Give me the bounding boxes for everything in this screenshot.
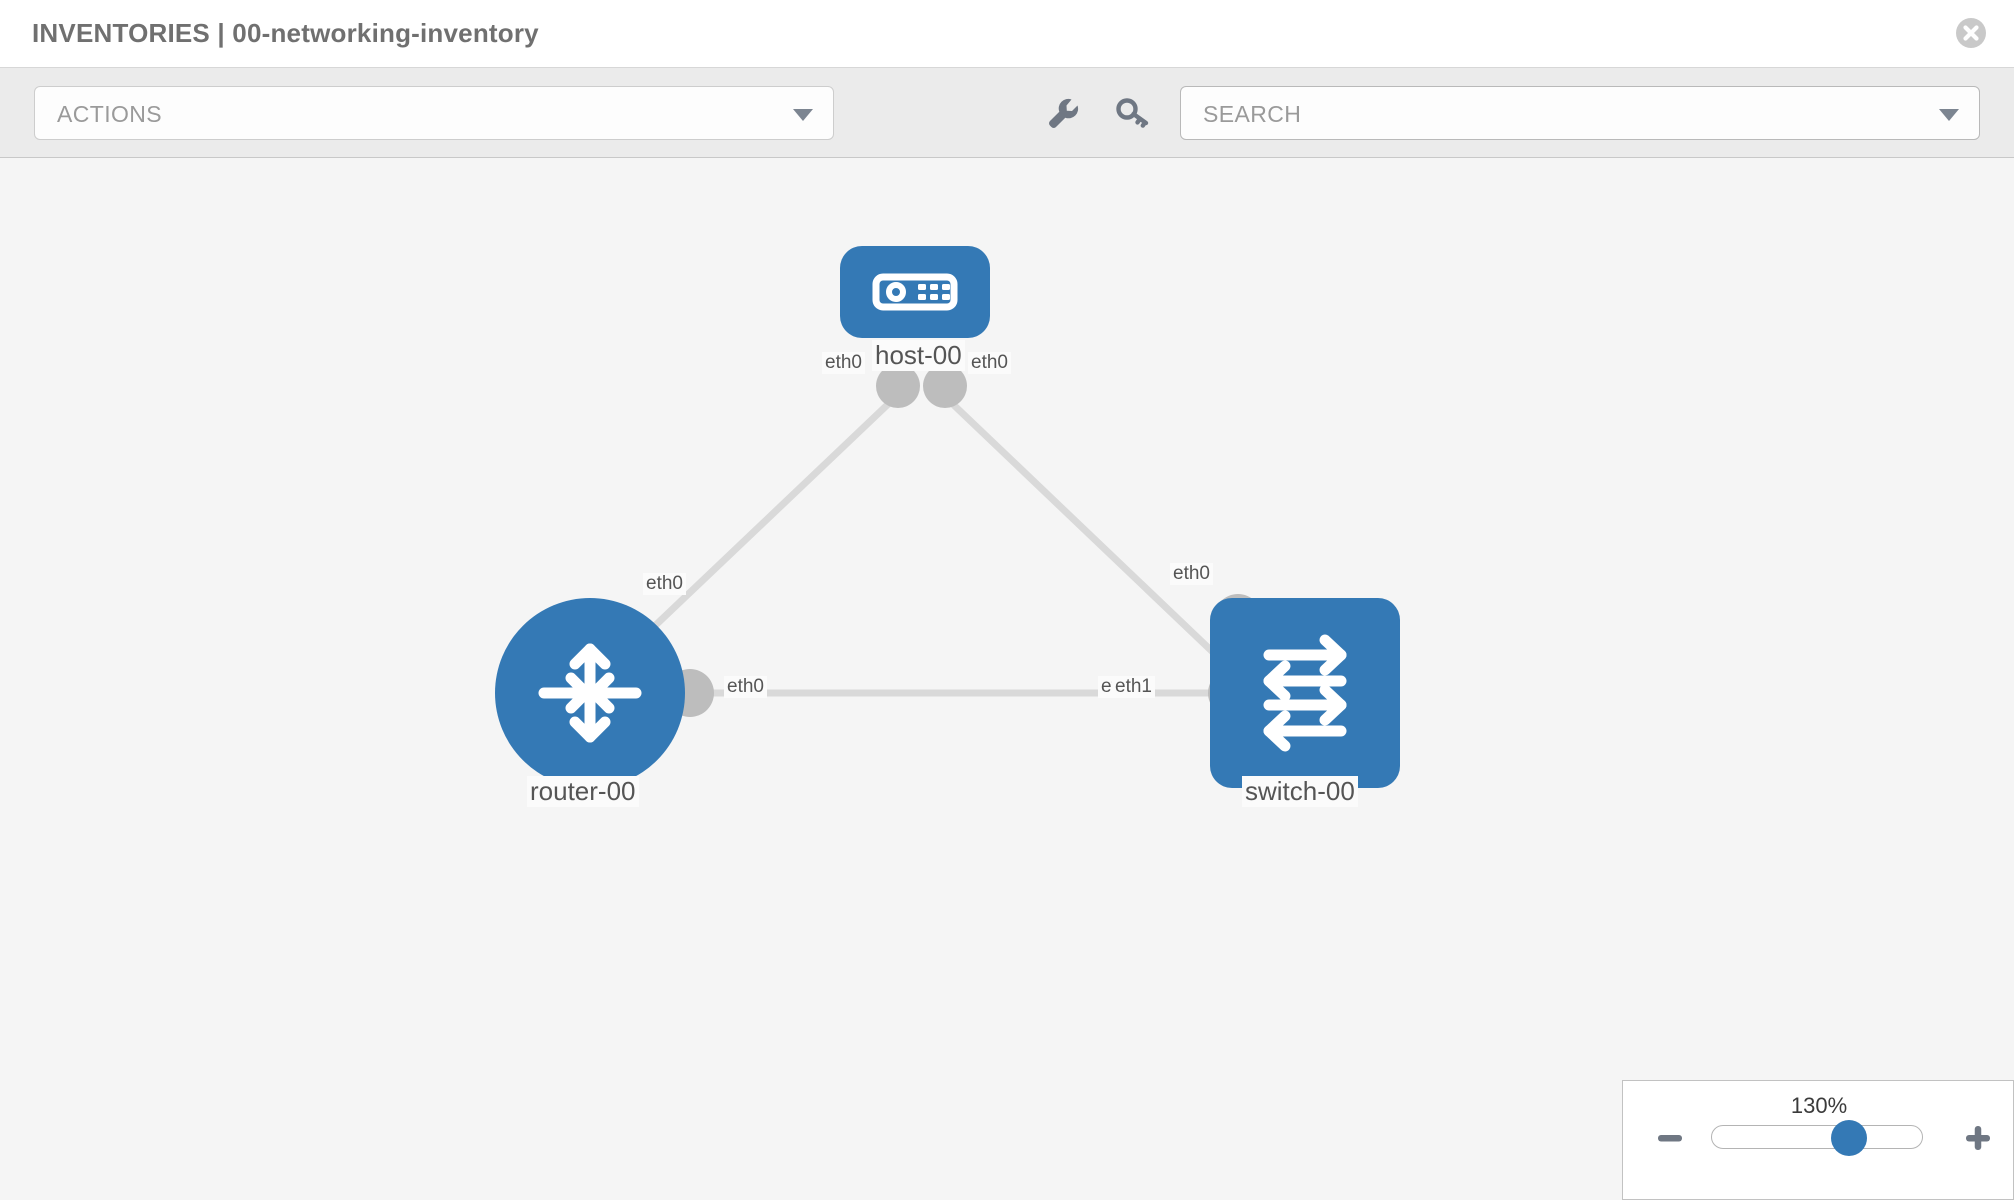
zoom-out-button[interactable] (1655, 1123, 1685, 1153)
toolbar: ACTIONS SEARCH (0, 68, 2014, 158)
iface-label-switch-left: eth1 (1112, 676, 1155, 698)
node-host-00[interactable] (840, 246, 990, 338)
topology-canvas[interactable]: host-00 router-0 (0, 158, 2014, 1200)
iface-stub-host-left[interactable] (876, 364, 920, 408)
node-label-router-00: router-00 (527, 776, 639, 807)
server-device-icon (872, 273, 958, 311)
page-header: INVENTORIES | 00-networking-inventory (0, 0, 2014, 68)
iface-stub-host-right[interactable] (923, 364, 967, 408)
zoom-slider-track[interactable] (1711, 1120, 1923, 1156)
page-title: INVENTORIES | 00-networking-inventory (32, 18, 539, 48)
actions-dropdown[interactable]: ACTIONS (34, 86, 834, 140)
iface-label-switch-top: eth0 (1170, 563, 1213, 585)
key-icon[interactable] (1110, 90, 1156, 136)
zoom-control-panel: 130% (1622, 1080, 2014, 1200)
chevron-down-icon (793, 109, 813, 121)
node-router-00[interactable] (495, 598, 685, 788)
node-label-switch-00: switch-00 (1242, 776, 1358, 807)
iface-label-router-top: eth0 (643, 573, 686, 595)
node-label-host-00: host-00 (872, 340, 965, 371)
zoom-slider-thumb[interactable] (1830, 1120, 1867, 1156)
edge-host-switch[interactable] (935, 387, 1243, 681)
chevron-down-icon (1939, 109, 1959, 121)
iface-label-host-right: eth0 (968, 352, 1011, 374)
wrench-icon[interactable] (1040, 90, 1086, 136)
zoom-level-value: 130% (1790, 1093, 1848, 1118)
topology-edges (597, 364, 1262, 717)
search-placeholder: SEARCH (1203, 101, 1302, 127)
bidirectional-arrows-icon (1263, 634, 1347, 752)
close-icon[interactable] (1952, 14, 1990, 52)
iface-label-host-left: eth0 (822, 352, 865, 374)
four-way-arrows-icon (538, 643, 642, 743)
node-switch-00[interactable] (1210, 598, 1400, 788)
zoom-in-button[interactable] (1963, 1123, 1993, 1153)
actions-dropdown-label: ACTIONS (57, 101, 163, 127)
iface-label-router-right: eth0 (724, 676, 767, 698)
search-input[interactable]: SEARCH (1180, 86, 1980, 140)
